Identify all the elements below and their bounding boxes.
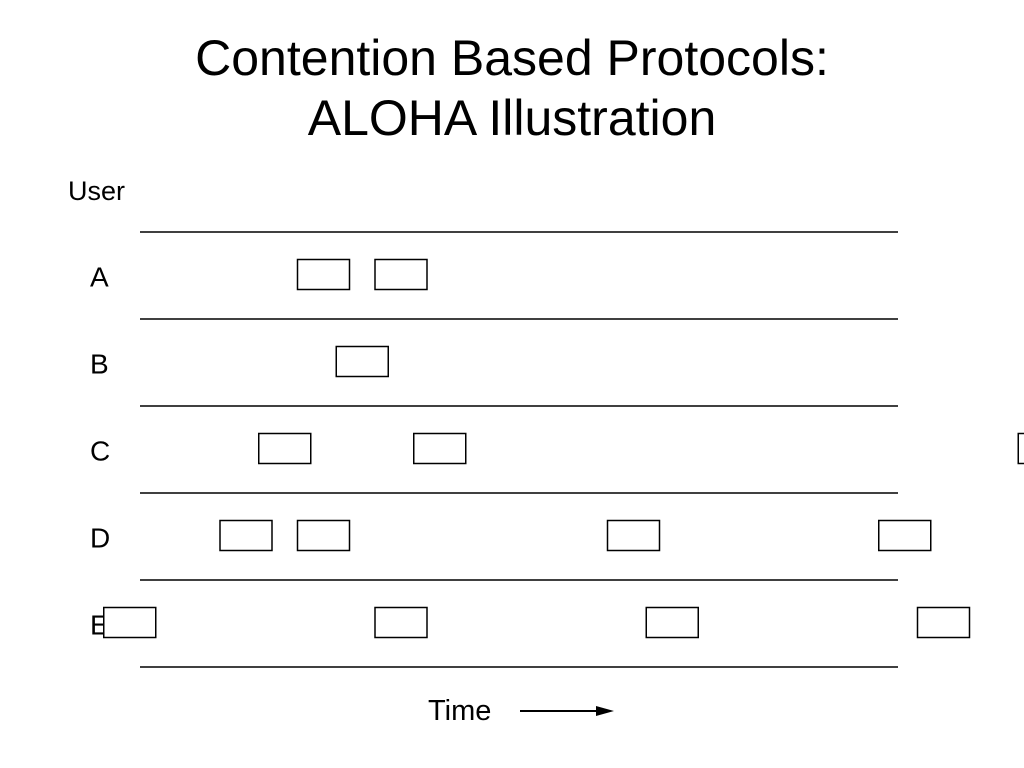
slide-title: Contention Based Protocols: ALOHA Illust… xyxy=(0,28,1024,148)
packet-box xyxy=(916,606,971,639)
packet-box xyxy=(103,606,157,639)
packet-box xyxy=(878,519,932,552)
packet-box xyxy=(413,432,467,465)
packet-box xyxy=(335,345,389,378)
user-label-a: A xyxy=(90,262,109,293)
packet-box xyxy=(296,519,351,552)
packet-box xyxy=(374,606,428,639)
user-label-d: D xyxy=(90,523,110,554)
user-header: User xyxy=(68,176,125,206)
packet-box xyxy=(645,606,699,639)
right-arrow-icon xyxy=(520,706,614,716)
slide-title-line-2: ALOHA Illustration xyxy=(307,90,717,146)
user-label-c: C xyxy=(90,436,110,467)
user-label-b: B xyxy=(90,349,109,380)
packet-box xyxy=(296,258,351,291)
packet-box xyxy=(606,519,661,552)
packet-box xyxy=(374,258,428,291)
packet-box xyxy=(1017,432,1024,465)
packet-box xyxy=(258,432,312,465)
time-label: Time xyxy=(428,695,491,727)
slide-title-line-1: Contention Based Protocols: xyxy=(195,30,829,86)
packet-box xyxy=(219,519,273,552)
